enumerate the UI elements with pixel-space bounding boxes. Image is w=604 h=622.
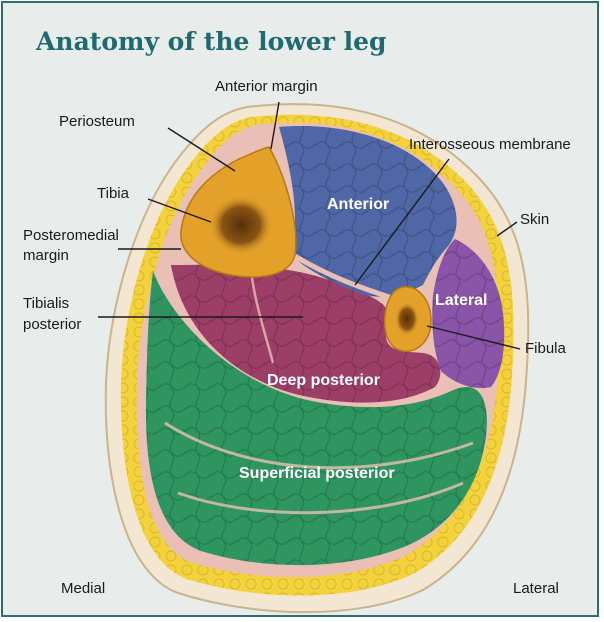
label-lateral-side: Lateral	[513, 580, 559, 597]
label-tibialis-posterior-line1: Tibialis	[23, 295, 69, 312]
label-skin: Skin	[520, 211, 549, 228]
label-lateral-compartment: Lateral	[435, 292, 487, 309]
label-anterior-compartment: Anterior	[327, 196, 389, 213]
label-tibia: Tibia	[97, 185, 130, 202]
label-posteromedial-margin-line1: Posteromedial	[23, 227, 119, 244]
label-interosseous-membrane: Interosseous membrane	[409, 136, 571, 153]
label-deep-posterior-compartment: Deep posterior	[267, 372, 380, 389]
lower-leg-cross-section-diagram: Anterior margin Periosteum Interosseous …	[3, 3, 599, 617]
fibula-marrow	[395, 302, 419, 336]
label-superficial-posterior-compartment: Superficial posterior	[239, 465, 395, 482]
label-posteromedial-margin-line2: margin	[23, 247, 69, 264]
label-medial: Medial	[61, 580, 105, 597]
label-periosteum: Periosteum	[59, 113, 135, 130]
tibia-marrow	[209, 195, 273, 255]
label-tibialis-posterior-line2: posterior	[23, 316, 81, 333]
label-anterior-margin: Anterior margin	[215, 78, 318, 95]
label-fibula: Fibula	[525, 340, 567, 357]
